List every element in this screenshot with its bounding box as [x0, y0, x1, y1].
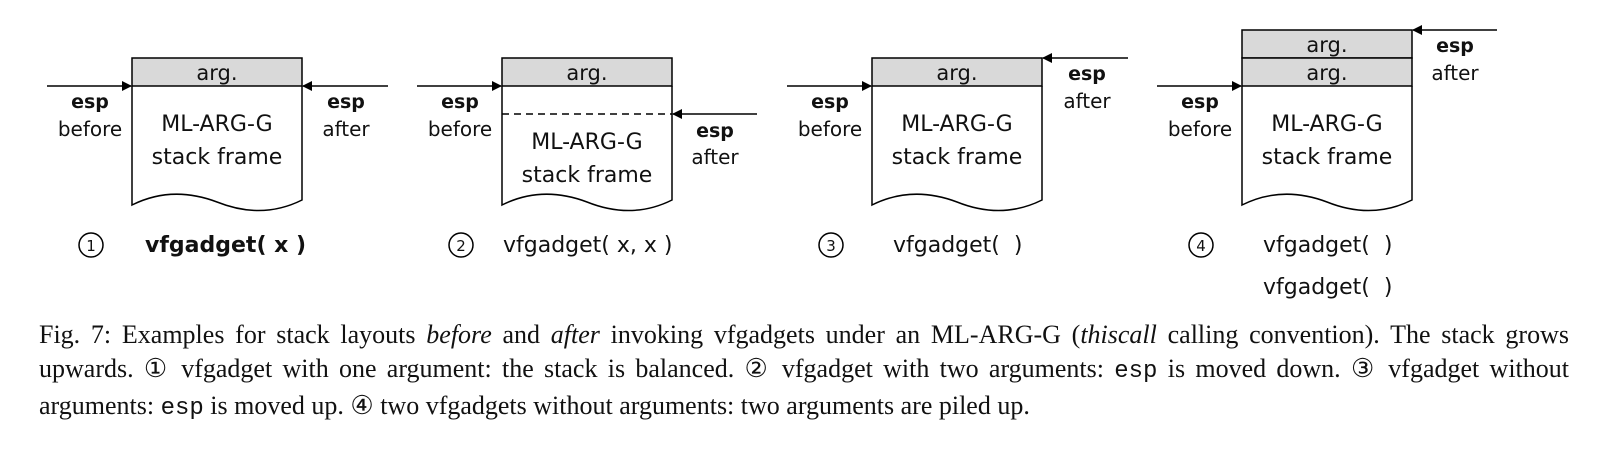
caption-esp-1: esp [1114, 358, 1158, 385]
caption-prefix: Fig. 7: Examples for stack layouts [39, 320, 427, 349]
call-label: vfgadget( ) [1263, 233, 1392, 258]
panel-number: 3 [826, 237, 836, 255]
panel-number: 4 [1196, 237, 1206, 255]
arg-label-top: arg. [1306, 33, 1347, 57]
stack-frame [1241, 86, 1413, 212]
caption-mid2: calling convention). The stack grows upw… [39, 320, 1569, 383]
arg-label: arg. [566, 61, 607, 85]
panel-3: arg. ML-ARG-G stack frame esp before esp… [787, 53, 1128, 258]
after-label: after [1431, 61, 1479, 85]
call-label: vfgadget( ) [893, 233, 1022, 258]
panel-number-circle [78, 232, 104, 258]
esp-after-label: esp [327, 91, 365, 113]
panel-4: arg. arg. ML-ARG-G stack frame esp befor… [1157, 25, 1497, 300]
arg-label: arg. [196, 61, 237, 85]
esp-before-label: esp [811, 91, 849, 113]
after-label: after [1063, 89, 1111, 113]
caption-mid4: is moved up. ④ two vfgadgets without arg… [203, 391, 1030, 420]
arg-box [501, 57, 673, 87]
panel-number: 2 [456, 237, 466, 255]
caption-after: after [550, 320, 600, 349]
frame-label-line2: stack frame [152, 145, 283, 170]
esp-before-label: esp [71, 91, 109, 113]
before-label: before [1168, 117, 1232, 141]
esp-after-label: esp [1068, 63, 1106, 85]
call-label-2: vfgadget( ) [1263, 275, 1392, 300]
call-label: vfgadget( x ) [145, 233, 306, 258]
frame-label-line1: ML-ARG-G [1271, 112, 1382, 137]
caption-and: and [491, 320, 551, 349]
esp-before-label: esp [441, 91, 479, 113]
after-label: after [322, 117, 370, 141]
esp-after-label: esp [696, 120, 734, 142]
stack-frame [131, 86, 303, 212]
frame-label-line1: ML-ARG-G [161, 112, 272, 137]
stack-frame [501, 86, 673, 212]
arg-label: arg. [936, 61, 977, 85]
stack-frame [871, 86, 1043, 212]
caption-mid3: is moved down. ③ vfgadget without argume… [39, 354, 1569, 420]
esp-after-label: esp [1436, 35, 1474, 57]
before-label: before [58, 117, 122, 141]
stack-layout-figure: arg. ML-ARG-G stack frame esp before esp… [47, 25, 1497, 300]
frame-label-line2: stack frame [522, 163, 653, 188]
panel-number: 1 [86, 237, 96, 255]
frame-label-line2: stack frame [892, 145, 1023, 170]
esp-before-label: esp [1181, 91, 1219, 113]
arg-box [131, 57, 303, 87]
arg-box [1241, 57, 1413, 87]
call-label: vfgadget( x, x ) [503, 233, 672, 258]
caption-mid1: invoking vfgadgets under an ML-ARG-G ( [599, 320, 1081, 349]
panel-1: arg. ML-ARG-G stack frame esp before esp… [47, 57, 388, 258]
caption-thiscall: thiscall [1080, 320, 1157, 349]
before-label: before [428, 117, 492, 141]
frame-label-line1: ML-ARG-G [531, 130, 642, 155]
arg-box [871, 57, 1043, 87]
panel-number-circle [448, 232, 474, 258]
frame-label-line1: ML-ARG-G [901, 112, 1012, 137]
panel-2: arg. ML-ARG-G stack frame esp before esp… [417, 57, 757, 258]
after-label: after [691, 145, 739, 169]
caption-esp-2: esp [160, 395, 204, 422]
arg-label: arg. [1306, 61, 1347, 85]
before-label: before [798, 117, 862, 141]
panel-number-circle [818, 232, 844, 258]
frame-label-line2: stack frame [1262, 145, 1393, 170]
figure-caption: Fig. 7: Examples for stack layouts befor… [39, 318, 1569, 426]
panel-number-circle [1188, 232, 1214, 258]
caption-before: before [426, 320, 492, 349]
arg-box-top [1241, 29, 1413, 59]
